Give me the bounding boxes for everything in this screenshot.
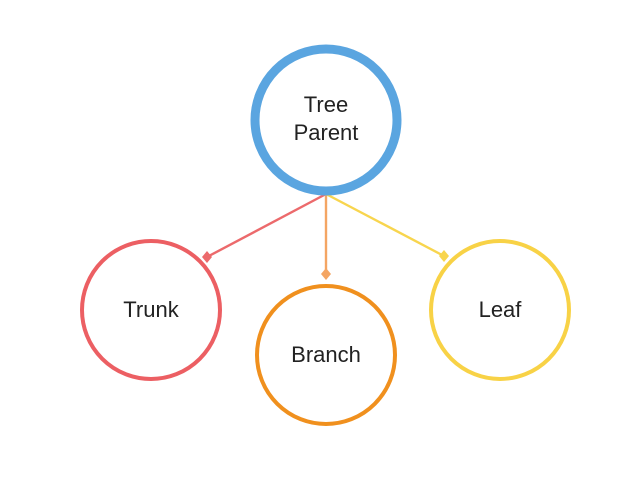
edges <box>202 192 449 280</box>
node-leaf-circle <box>429 239 571 381</box>
node-trunk-circle <box>80 239 222 381</box>
node-tree-parent-label: Tree <box>304 92 348 117</box>
edge-branch-diamond-marker <box>321 268 331 280</box>
node-trunk-label: Trunk <box>123 297 179 322</box>
node-branch: Branch <box>255 284 397 426</box>
node-leaf: Leaf <box>429 239 571 381</box>
node-tree-parent-circle <box>250 44 402 196</box>
node-branch-label: Branch <box>291 342 361 367</box>
node-trunk: Trunk <box>80 239 222 381</box>
node-tree-parent: Tree Parent <box>250 44 402 196</box>
edge-leaf-diamond-marker <box>439 250 449 262</box>
node-branch-circle <box>255 284 397 426</box>
edge-trunk-diamond-marker <box>202 251 212 263</box>
node-leaf-label: Leaf <box>479 297 523 322</box>
node-tree-parent-label-line-2: Parent <box>294 120 359 145</box>
edge-tree-parent-to-leaf <box>324 192 446 258</box>
edge-tree-parent-to-trunk <box>205 192 328 259</box>
